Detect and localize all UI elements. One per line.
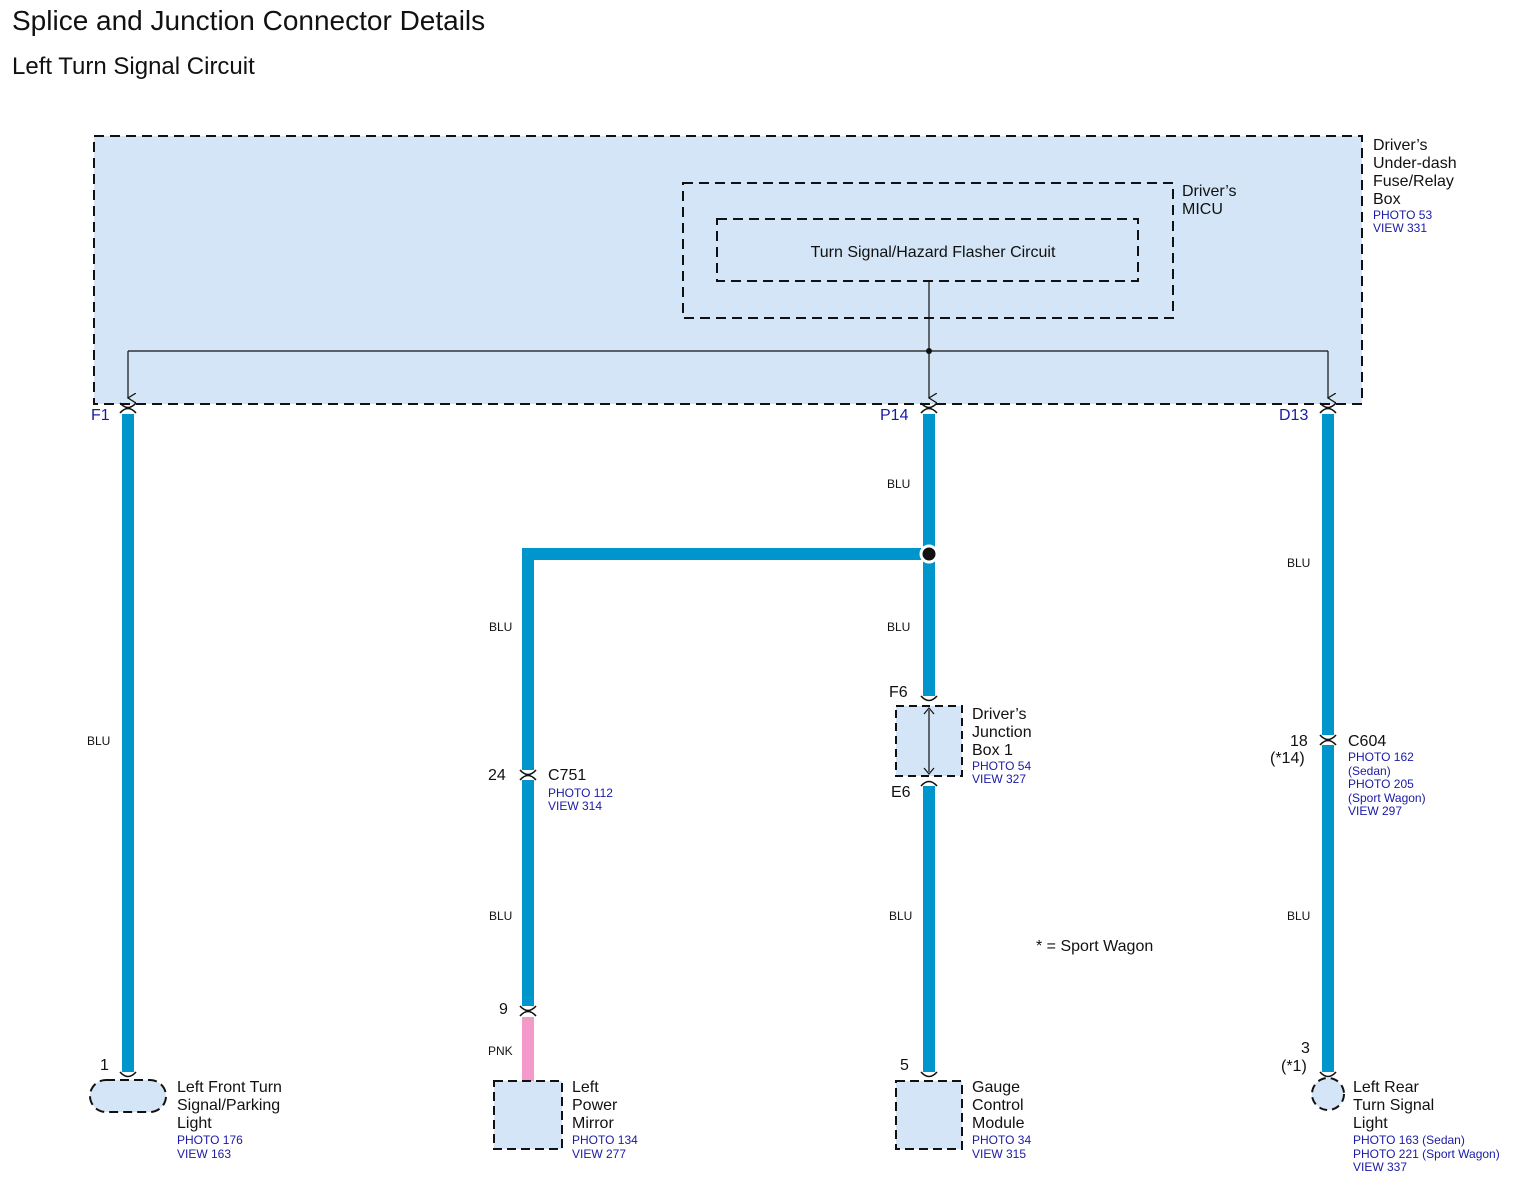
fuse-box-view: VIEW 331 [1373, 221, 1427, 235]
c604-name: C604 [1348, 733, 1386, 750]
left-front-turn-light: 1 Left Front Turn Signal/Parking Light P… [89, 1057, 282, 1161]
svg-text:Turn Signal: Turn Signal [1353, 1097, 1434, 1114]
svg-text:Signal/Parking: Signal/Parking [177, 1097, 280, 1114]
front-light-pin: 1 [100, 1057, 109, 1074]
svg-text:PHOTO 162: PHOTO 162 [1348, 750, 1414, 764]
mirror-view: VIEW 277 [572, 1147, 626, 1161]
svg-text:Box: Box [1373, 191, 1401, 208]
gauge-control-module: 5 Gauge Control Module PHOTO 34 VIEW 315 [895, 1057, 1031, 1161]
wire-label-f1: BLU [87, 734, 110, 748]
svg-text:Driver’s: Driver’s [972, 706, 1027, 723]
wires [122, 414, 1334, 1082]
svg-text:VIEW 297: VIEW 297 [1348, 804, 1402, 818]
svg-text:Driver’s: Driver’s [1373, 137, 1428, 154]
terminal-d13: D13 [1279, 407, 1308, 424]
junction-pin-f6: F6 [889, 684, 908, 701]
svg-text:Driver’s: Driver’s [1182, 183, 1237, 200]
wire-label-p14-mid: BLU [887, 620, 910, 634]
terminal-f1: F1 [91, 407, 110, 424]
wire-label-d13-top: BLU [1287, 556, 1310, 570]
svg-text:Box 1: Box 1 [972, 742, 1013, 759]
flasher-circuit-label: Turn Signal/Hazard Flasher Circuit [811, 244, 1056, 261]
internal-wiring [128, 281, 1328, 398]
svg-text:Under-dash: Under-dash [1373, 155, 1457, 172]
gauge-pin: 5 [900, 1057, 909, 1074]
svg-text:PHOTO 163 (Sedan): PHOTO 163 (Sedan) [1353, 1133, 1465, 1147]
fuse-relay-box [93, 135, 1363, 405]
wire-label-mirror-top: BLU [489, 620, 512, 634]
left-power-mirror: Left Power Mirror PHOTO 134 VIEW 277 [493, 1079, 638, 1161]
gauge-view: VIEW 315 [972, 1147, 1026, 1161]
c751-name: C751 [548, 767, 586, 784]
junction-view: VIEW 327 [972, 772, 1026, 786]
svg-text:(Sedan): (Sedan) [1348, 764, 1391, 778]
c604-pin: 18 [1290, 733, 1308, 750]
sport-wagon-note: * = Sport Wagon [1036, 938, 1153, 955]
gauge-photo: PHOTO 34 [972, 1133, 1031, 1147]
svg-text:Power: Power [572, 1097, 618, 1114]
svg-text:Fuse/Relay: Fuse/Relay [1373, 173, 1454, 190]
page-title: Splice and Junction Connector Details [12, 5, 485, 36]
c751-photo: PHOTO 112 [548, 786, 613, 800]
wire-label-d13-low: BLU [1287, 909, 1310, 923]
box-terminals [119, 402, 1337, 414]
micu-box [682, 182, 1174, 319]
front-light-photo: PHOTO 176 [177, 1133, 243, 1147]
svg-text:Left Front Turn: Left Front Turn [177, 1079, 282, 1096]
svg-text:PHOTO 221 (Sport Wagon): PHOTO 221 (Sport Wagon) [1353, 1147, 1500, 1161]
connector-mirror-pin: 9 [499, 1001, 537, 1018]
fuse-box-label: Driver’s Under-dash Fuse/Relay Box PHOTO… [1373, 137, 1457, 235]
svg-text:Left: Left [572, 1079, 599, 1096]
front-light-view: VIEW 163 [177, 1147, 231, 1161]
svg-text:Left Rear: Left Rear [1353, 1079, 1419, 1096]
splice-point [919, 544, 939, 564]
connector-c751: 24 C751 PHOTO 112 VIEW 314 [488, 767, 613, 813]
svg-text:Junction: Junction [972, 724, 1032, 741]
svg-text:Module: Module [972, 1115, 1025, 1132]
svg-text:9: 9 [499, 1001, 508, 1018]
svg-text:Mirror: Mirror [572, 1115, 614, 1132]
wire-mirror-blu-upper [522, 548, 929, 770]
left-rear-turn-light: 3 (*1) Left Rear Turn Signal Light PHOTO… [1281, 1040, 1500, 1174]
c604-pin-alt: (*14) [1270, 750, 1305, 767]
page-subtitle: Left Turn Signal Circuit [12, 53, 255, 80]
junction-box-1: F6 E6 Driver’s Junction Box 1 PHOTO 54 V… [889, 684, 1032, 801]
svg-text:MICU: MICU [1182, 201, 1223, 218]
wire-label-p14-low: BLU [889, 909, 912, 923]
terminal-p14: P14 [880, 407, 909, 424]
junction-photo: PHOTO 54 [972, 759, 1031, 773]
svg-text:(Sport Wagon): (Sport Wagon) [1348, 791, 1426, 805]
junction-pin-e6: E6 [891, 784, 911, 801]
rear-light-pin-alt: (*1) [1281, 1058, 1307, 1075]
rear-light-pin: 3 [1301, 1040, 1310, 1057]
connector-c604: 18 (*14) C604 PHOTO 162 (Sedan) PHOTO 20… [1270, 733, 1426, 818]
svg-text:Gauge: Gauge [972, 1079, 1020, 1096]
c751-view: VIEW 314 [548, 799, 602, 813]
svg-text:VIEW 337: VIEW 337 [1353, 1160, 1407, 1174]
wire-label-mirror-pnk: PNK [488, 1044, 513, 1058]
micu-label: Driver’s MICU [1182, 183, 1237, 218]
svg-text:Light: Light [1353, 1115, 1388, 1132]
mirror-photo: PHOTO 134 [572, 1133, 638, 1147]
svg-text:Light: Light [177, 1115, 212, 1132]
flasher-circuit-box [716, 218, 1139, 282]
wire-label-mirror-low: BLU [489, 909, 512, 923]
fuse-box-photo: PHOTO 53 [1373, 208, 1432, 222]
c751-pin: 24 [488, 767, 506, 784]
wire-label-p14-top: BLU [887, 477, 910, 491]
svg-text:Control: Control [972, 1097, 1024, 1114]
svg-text:PHOTO 205: PHOTO 205 [1348, 777, 1414, 791]
